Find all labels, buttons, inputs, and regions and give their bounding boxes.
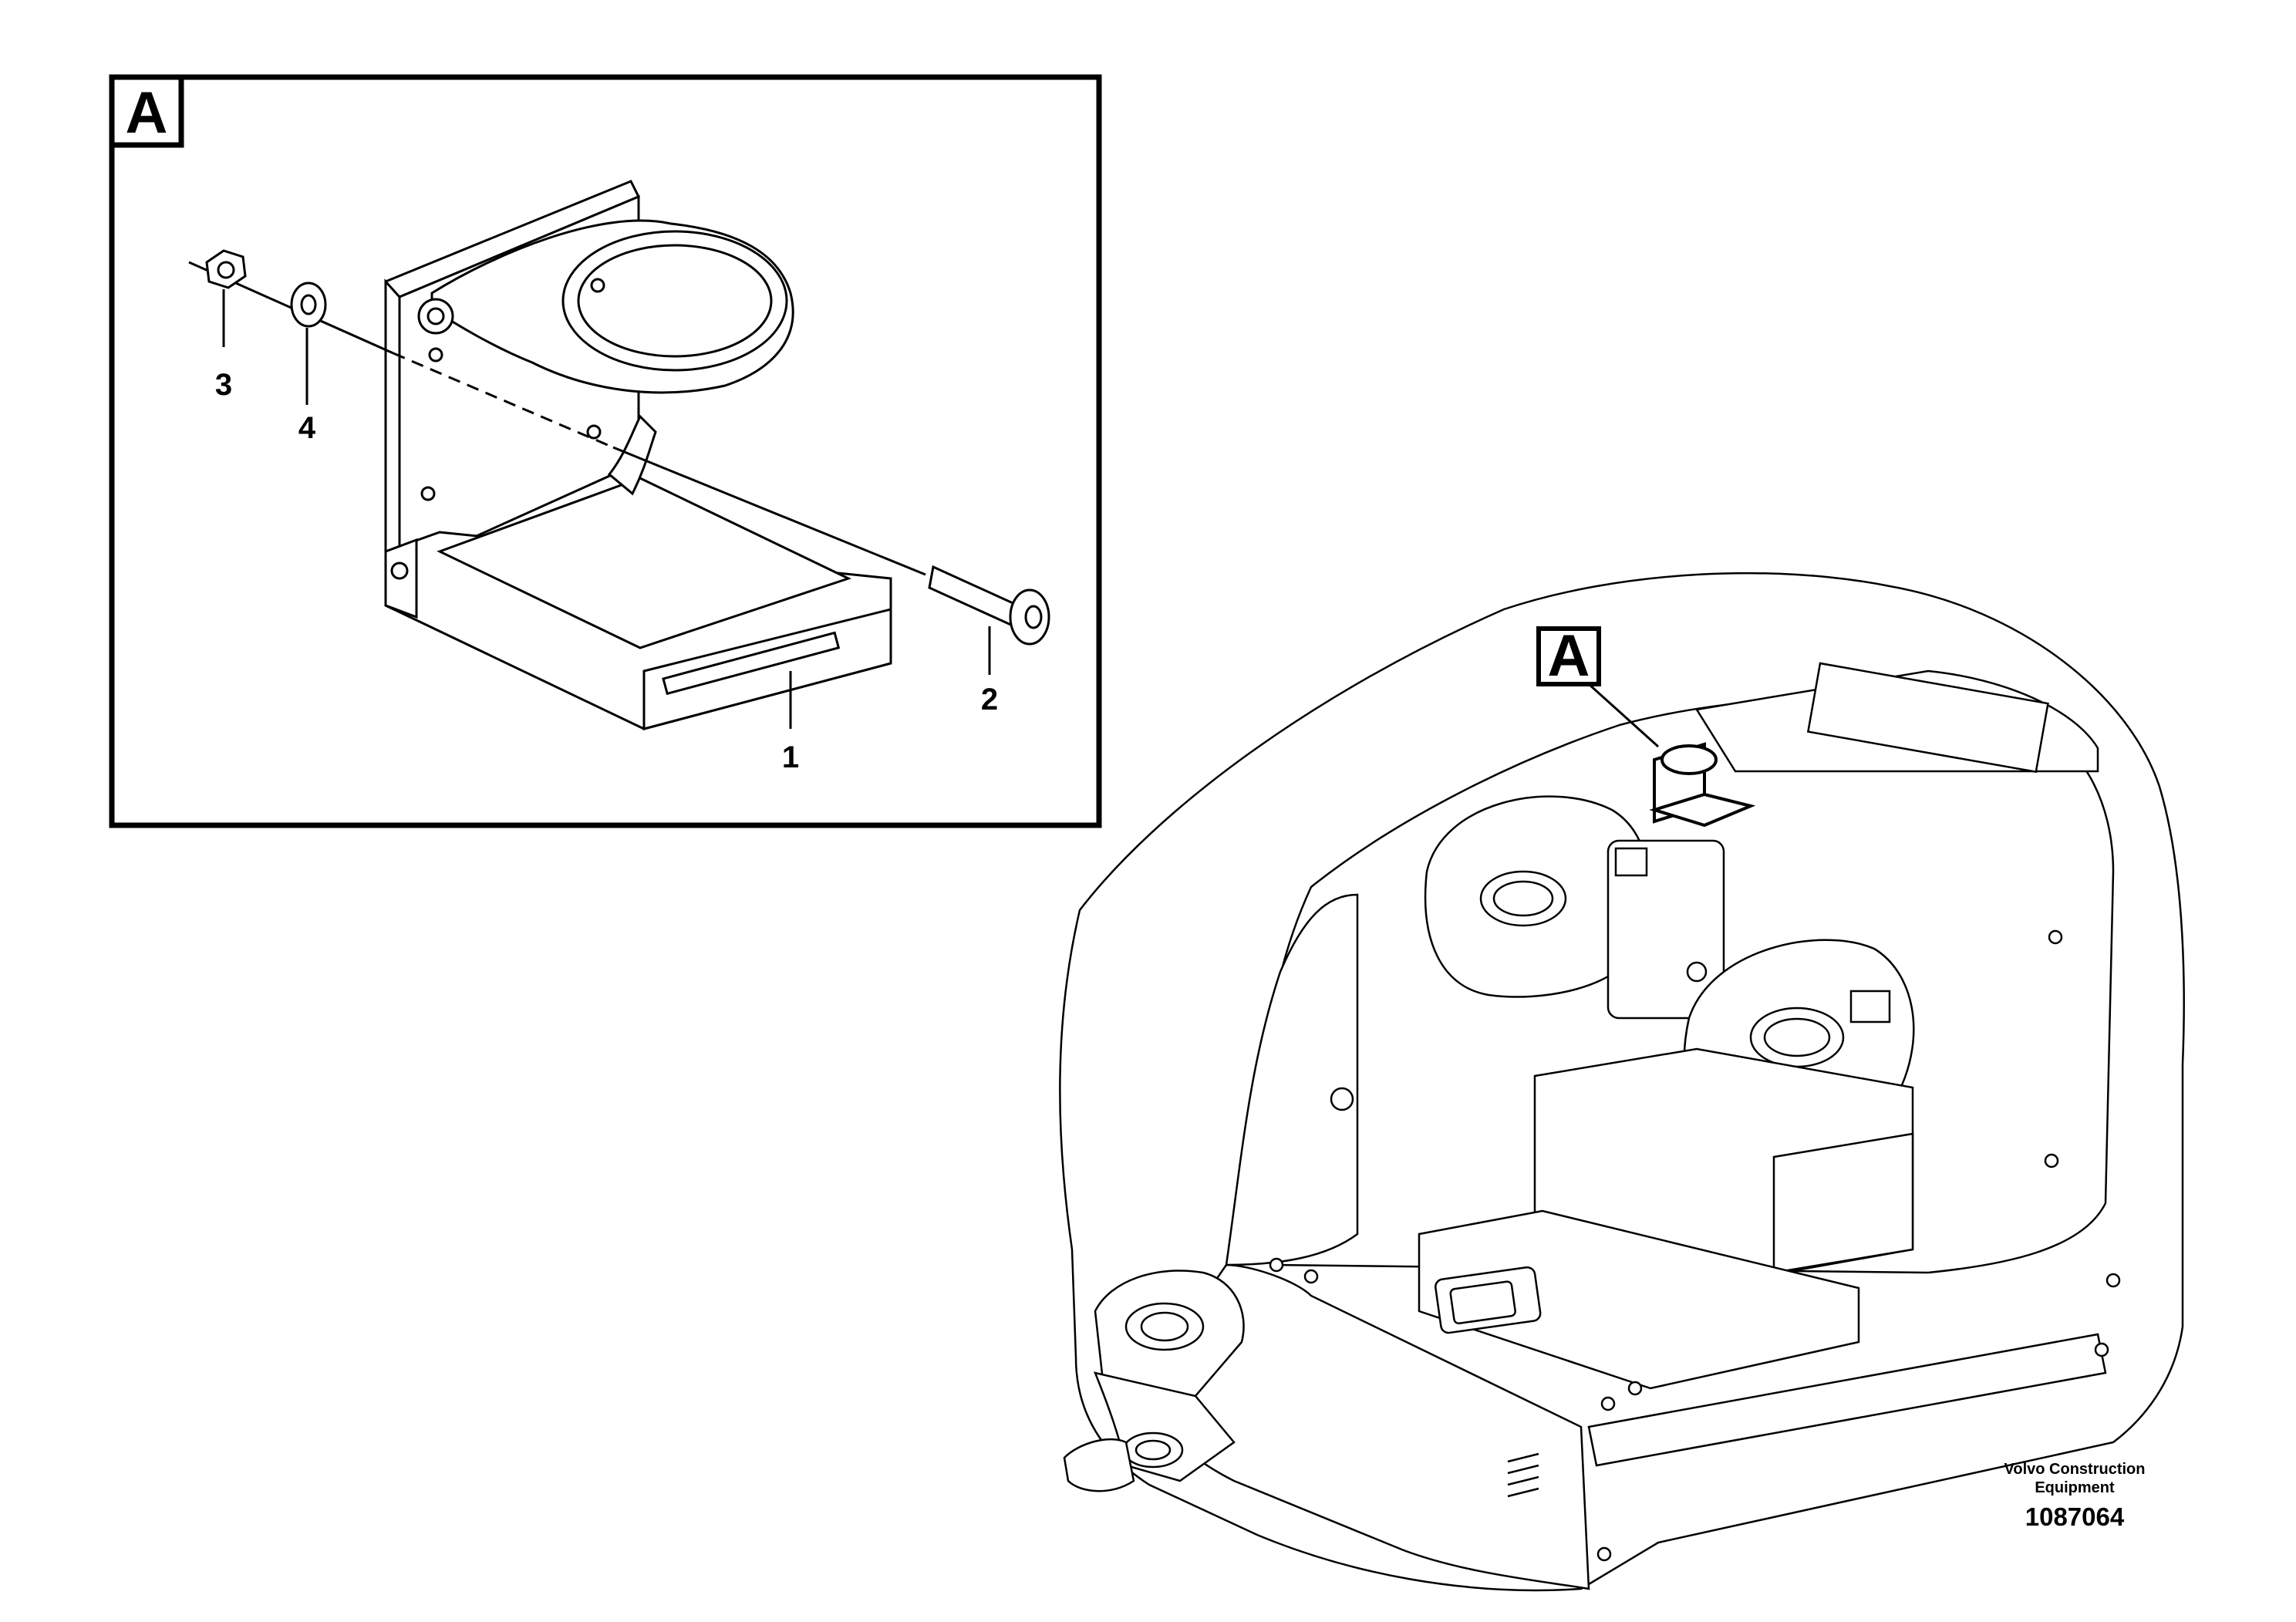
detail-letter: A — [126, 80, 168, 146]
brand-line-2: Equipment — [2035, 1479, 2115, 1496]
machine-overview — [1059, 572, 2185, 1592]
detail-view-a: A — [109, 74, 1102, 828]
brand-caption: Volvo Construction Equipment — [1974, 1460, 2175, 1497]
callout-1: 1 — [782, 740, 799, 774]
overview-cup-holder — [1649, 742, 1756, 828]
callout-4: 4 — [298, 411, 316, 445]
overview-letter: A — [1548, 623, 1590, 689]
nut-part — [205, 249, 247, 289]
overview-leader — [1587, 683, 1660, 748]
overview-letter-box — [1536, 626, 1601, 686]
washer-part — [290, 282, 327, 328]
bolt-part — [928, 565, 1050, 646]
detail-letter-box — [109, 74, 184, 148]
side-vent — [1507, 1452, 1539, 1498]
detail-frame — [109, 74, 1102, 828]
figure-number: 1087064 — [2025, 1502, 2125, 1531]
brand-line-1: Volvo Construction — [2004, 1461, 2146, 1478]
callout-2: 2 — [981, 683, 998, 717]
cup-holder-drawing — [384, 180, 892, 730]
roof-vent — [1806, 662, 2049, 774]
callout-3: 3 — [215, 368, 232, 402]
